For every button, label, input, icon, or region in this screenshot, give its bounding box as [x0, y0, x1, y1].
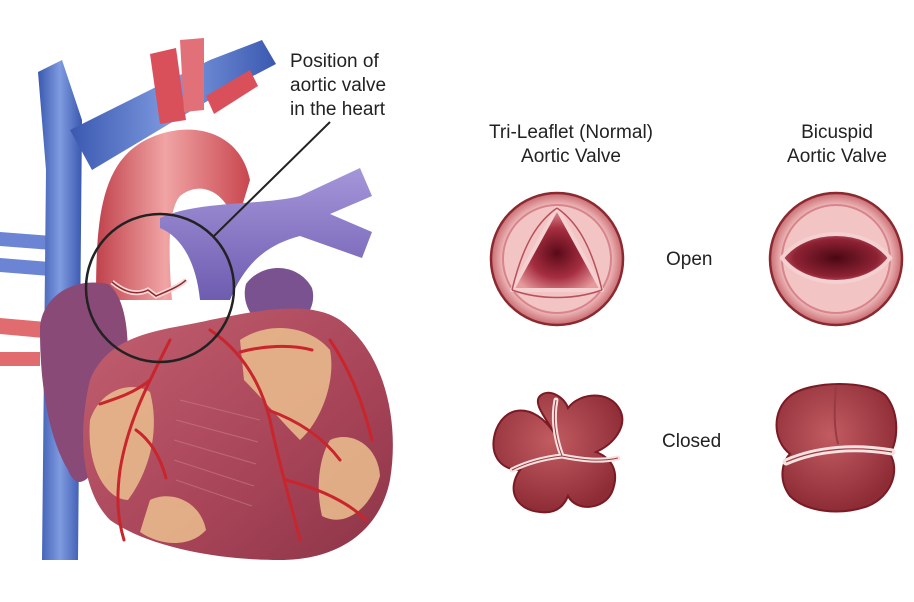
valve-position-circle [84, 212, 236, 364]
tri-leaflet-title: Tri-Leaflet (Normal) Aortic Valve [489, 122, 653, 167]
coronary-arteries [98, 328, 374, 542]
tri-leaflet-open-valve [489, 191, 625, 327]
bicuspid-title: Bicuspid Aortic Valve [787, 122, 887, 167]
aorta [96, 129, 250, 300]
bicuspid-closed-valve [775, 383, 898, 513]
callout-leader-line [213, 121, 331, 237]
arch-branch-arteries [150, 38, 258, 124]
open-row-label: Open [666, 249, 713, 270]
callout-label: Position of aortic valve in the heart [290, 51, 387, 120]
left-branch-vessels [0, 232, 52, 366]
heart-illustration [0, 38, 393, 560]
bicuspid-open-valve [768, 191, 904, 327]
muscle-striations [173, 399, 261, 507]
closed-row-label: Closed [662, 431, 722, 452]
pulmonary-artery [160, 168, 372, 300]
tri-leaflet-closed-valve [492, 391, 624, 514]
